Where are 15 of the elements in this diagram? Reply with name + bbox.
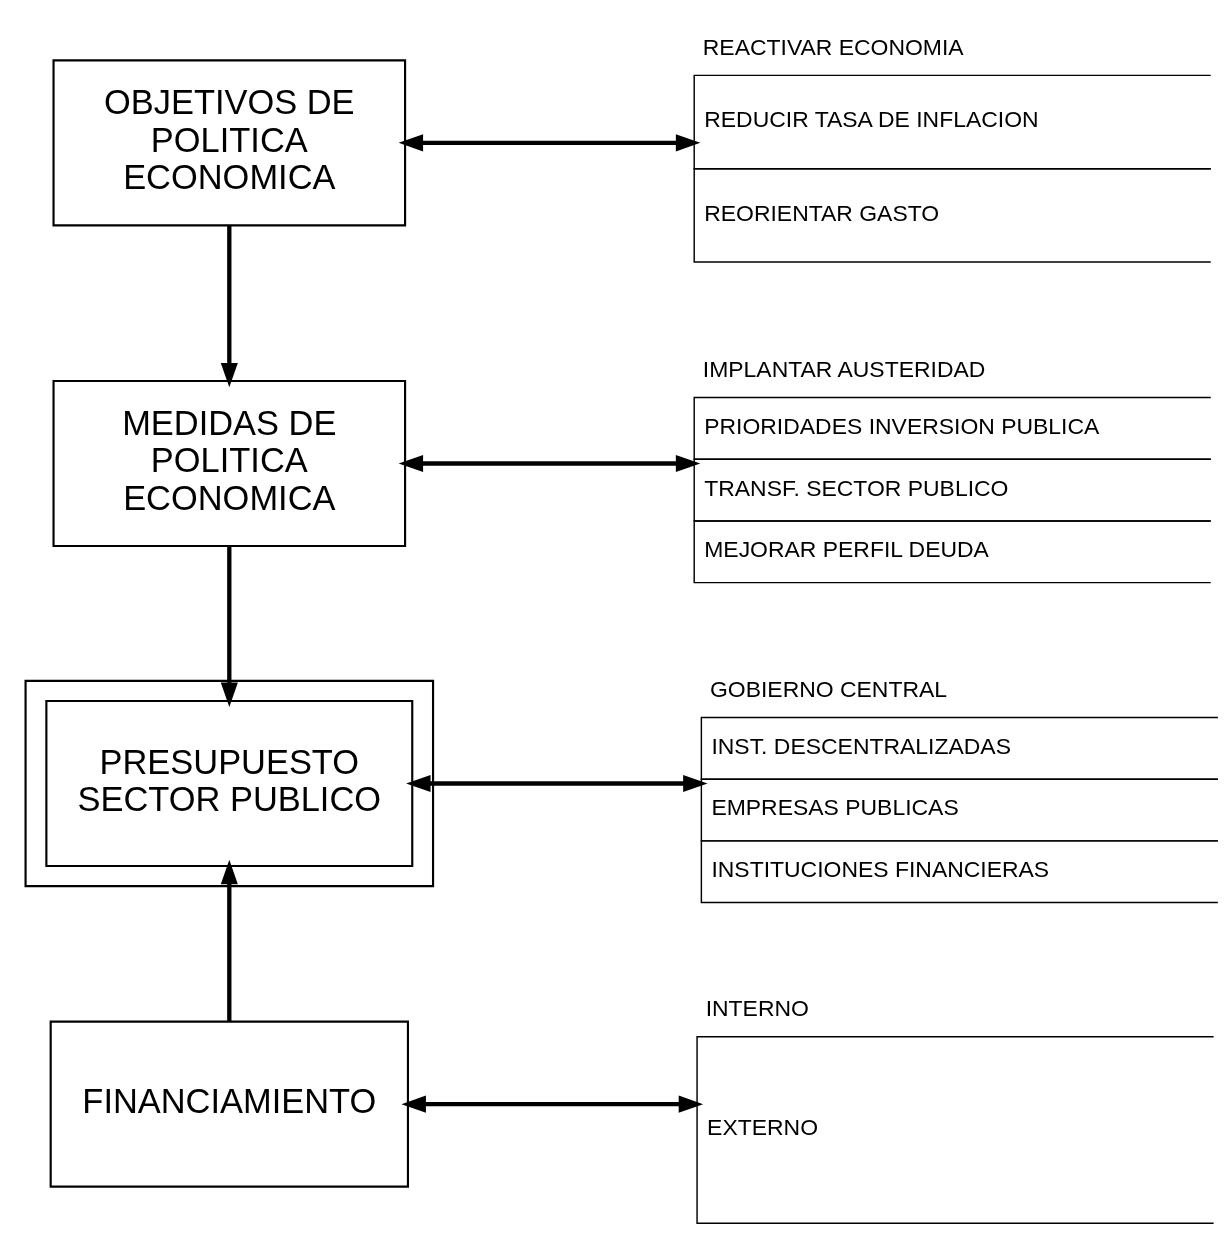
arrow xyxy=(401,1095,704,1113)
node-box: PRESUPUESTO SECTOR PUBLICO xyxy=(45,699,414,867)
node-text: IMPLANTAR AUSTERIDAD PRIORIDADES INVERSION PUBLICA TRANSF. SECTOR PUBLICO MEJORAR PERFIL DEUDA xyxy=(702,355,1100,562)
node-text: INTERNO EXTERNO xyxy=(705,994,818,1140)
node-box: MEDIDAS DE POLITICA ECONOMICA xyxy=(52,379,407,547)
arrow xyxy=(398,133,701,151)
arrow xyxy=(220,545,238,707)
node-box: OBJETIVOS DE POLITICA ECONOMICA xyxy=(52,58,407,226)
arrow xyxy=(220,225,238,387)
node-text: REACTIVAR ECONOMIA REDUCIR TASA DE INFLACION REORIENTAR GASTO xyxy=(702,33,1039,226)
arrow xyxy=(220,859,238,1021)
arrow xyxy=(406,774,708,792)
node-text: GOBIERNO CENTRAL INST. DESCENTRALIZADAS EMPRESAS PUBLICAS INSTITUCIONES FINANCIERAS xyxy=(709,675,1050,882)
node-box: FINANCIAMIENTO xyxy=(49,1020,410,1188)
arrow xyxy=(398,454,701,472)
